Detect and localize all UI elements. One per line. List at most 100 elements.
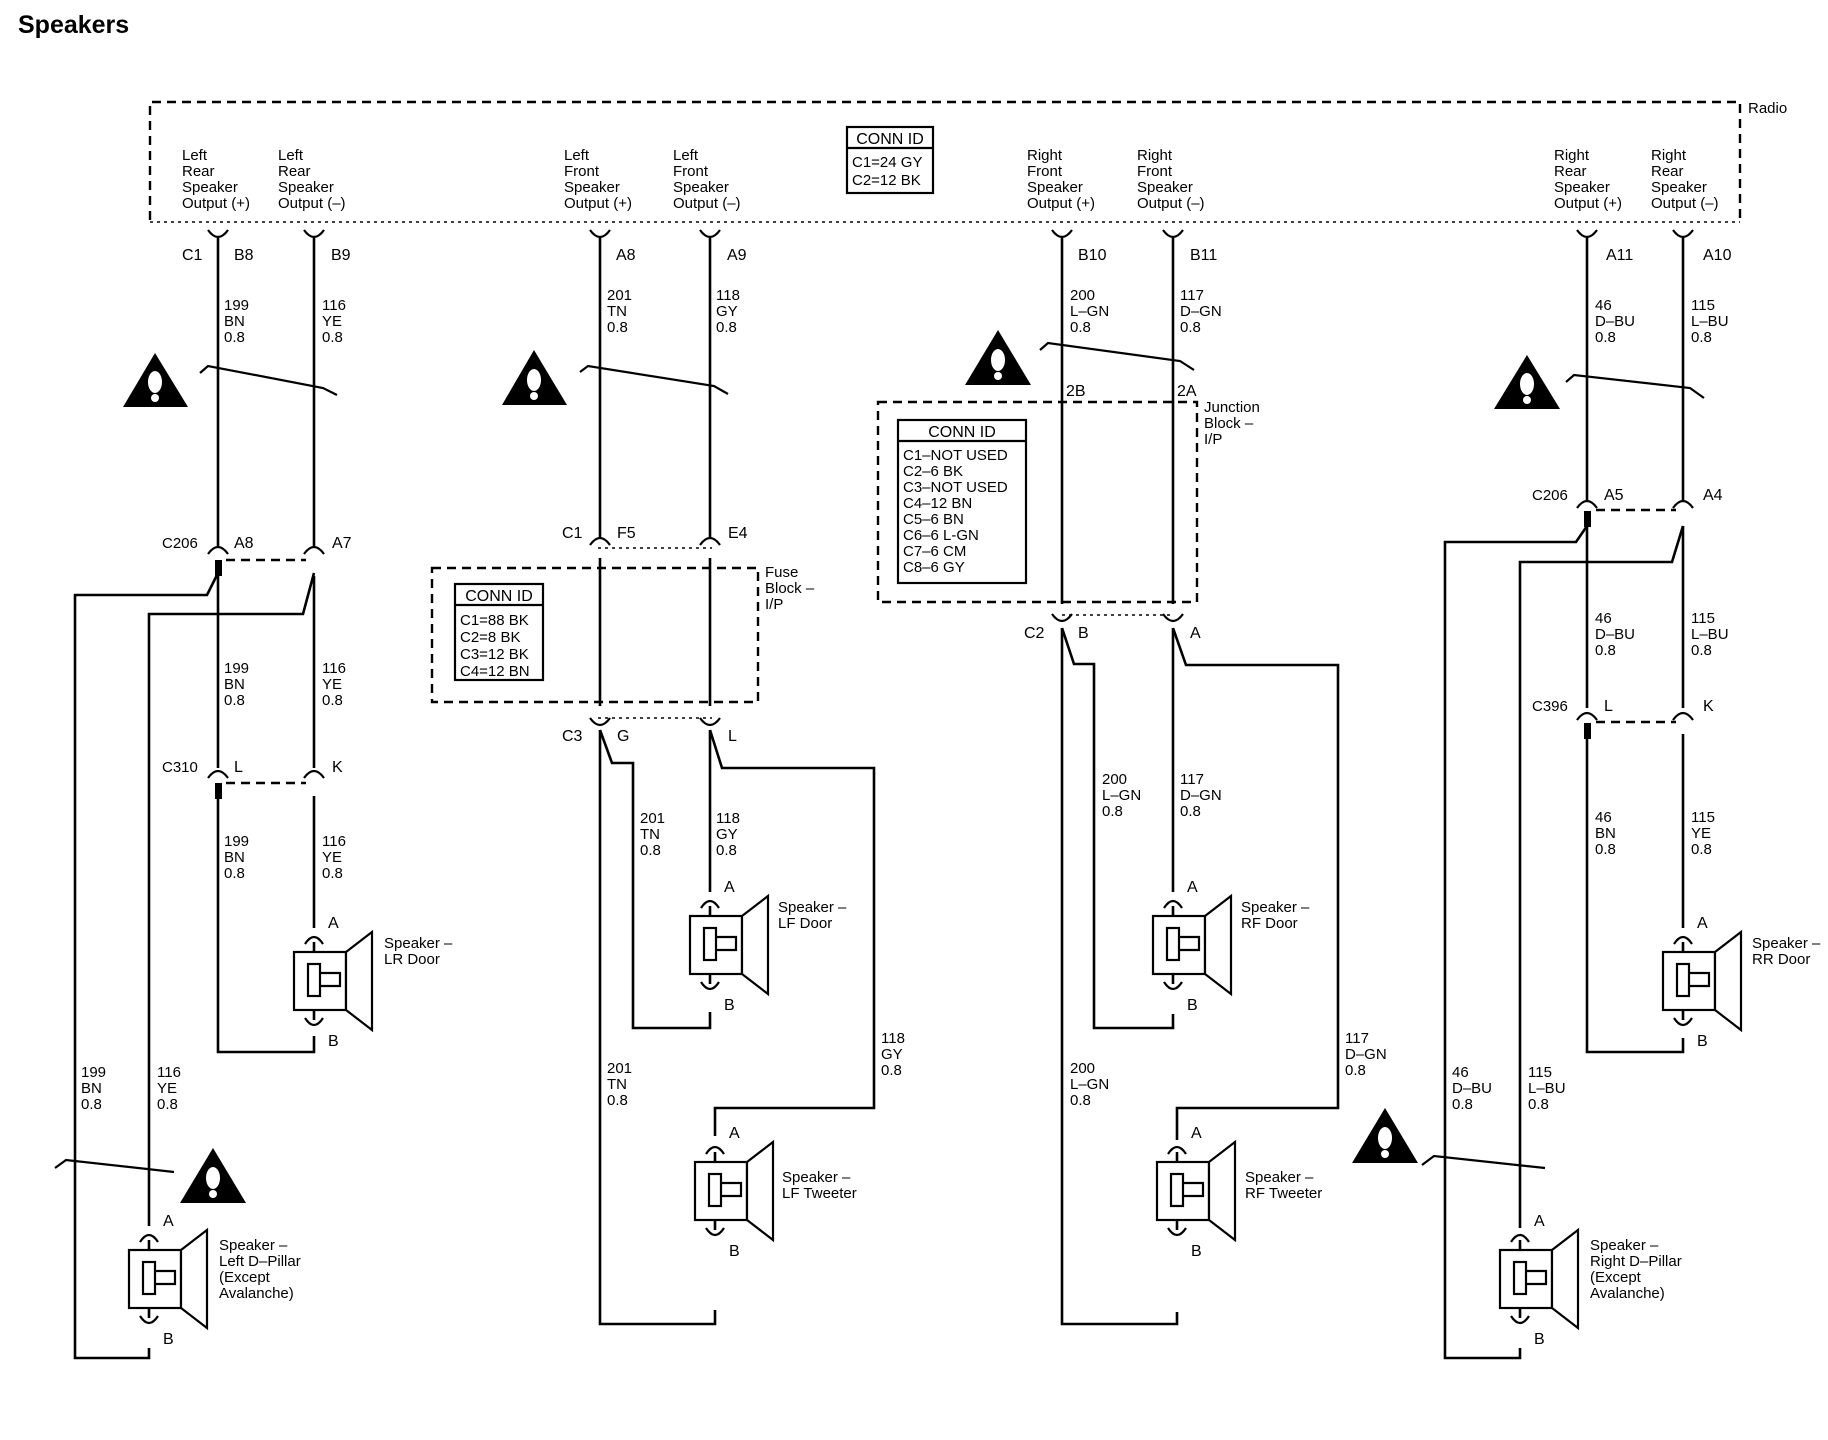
connector-c206-left: C206 A8 A7 [162, 535, 352, 562]
svg-text:C310: C310 [162, 759, 198, 776]
svg-text:A8: A8 [234, 535, 254, 552]
speaker-pin-b: B [1191, 1243, 1202, 1260]
svg-text:C206: C206 [162, 535, 198, 552]
svg-text:C206: C206 [1532, 487, 1568, 504]
svg-text:B9: B9 [331, 247, 351, 264]
svg-text:L: L [728, 728, 737, 745]
svg-text:A5: A5 [1604, 487, 1624, 504]
speaker-pin-a: A [1191, 1125, 1202, 1142]
connector-c206-right: C206 A5 A4 [1532, 487, 1723, 512]
speaker-pin-b: B [729, 1243, 740, 1260]
svg-text:L: L [234, 759, 243, 776]
svg-text:C1–NOT USED: C1–NOT USED [903, 447, 1008, 464]
radio-label: Radio [1748, 100, 1787, 117]
svg-text:C7–6 CM: C7–6 CM [903, 543, 966, 560]
speaker-pin-a: A [724, 879, 735, 896]
speaker-lt: A B Speaker –LF Tweeter [693, 1125, 857, 1260]
speaker-pin-b: B [1697, 1033, 1708, 1050]
connector-c396: C396 L K [1532, 698, 1714, 724]
radio-connector-c1: C1 [182, 247, 203, 264]
svg-text:C6–6 L-GN: C6–6 L-GN [903, 527, 979, 544]
svg-text:CONN ID: CONN ID [928, 424, 996, 441]
speaker-label: Speaker –LF Tweeter [782, 1169, 857, 1202]
svg-text:C1=24 GY: C1=24 GY [852, 154, 922, 171]
twisted-pair-markers [54, 341, 1705, 1174]
svg-text:C4–12 BN: C4–12 BN [903, 495, 972, 512]
svg-text:G: G [617, 728, 629, 745]
svg-text:C1: C1 [562, 525, 583, 542]
svg-text:A4: A4 [1703, 487, 1723, 504]
speaker-pin-a: A [729, 1125, 740, 1142]
speaker-pin-b: B [163, 1331, 174, 1348]
svg-text:A9: A9 [727, 247, 747, 264]
svg-text:A8: A8 [616, 247, 636, 264]
svg-text:2B: 2B [1066, 383, 1086, 400]
svg-text:B11: B11 [1190, 247, 1217, 264]
speaker-pin-a: A [1697, 915, 1708, 932]
radio-outline [148, 100, 1742, 220]
diagram-title: Speakers [18, 11, 129, 39]
svg-text:L: L [1604, 698, 1613, 715]
svg-text:C8–6 GY: C8–6 GY [903, 559, 965, 576]
warning-exclamation-icon [1494, 355, 1560, 409]
svg-text:C2: C2 [1024, 625, 1045, 642]
speaker-pin-a: A [1187, 879, 1198, 896]
svg-text:C4=12 BN: C4=12 BN [460, 663, 530, 680]
warning-exclamation-icon [123, 353, 188, 407]
svg-text:B: B [1078, 625, 1089, 642]
svg-text:A: A [1190, 625, 1201, 642]
svg-text:A7: A7 [332, 535, 352, 552]
svg-text:2A: 2A [1177, 383, 1197, 400]
svg-text:CONN ID: CONN ID [465, 588, 533, 605]
warning-exclamation-icon [1352, 1108, 1418, 1163]
speaker-pin-b: B [1187, 997, 1198, 1014]
speaker-pin-b: B [1534, 1331, 1545, 1348]
warning-exclamation-icon [180, 1148, 246, 1203]
svg-text:46D–BU0.8: 46D–BU0.8 [1452, 1064, 1492, 1113]
svg-text:F5: F5 [617, 525, 636, 542]
svg-text:K: K [1703, 698, 1714, 715]
svg-text:B8: B8 [234, 247, 254, 264]
svg-text:C1=88 BK: C1=88 BK [460, 612, 529, 629]
svg-text:C3=12 BK: C3=12 BK [460, 646, 529, 663]
speaker-pin-a: A [163, 1213, 174, 1230]
svg-text:C2–6 BK: C2–6 BK [903, 463, 963, 480]
svg-text:K: K [332, 759, 343, 776]
svg-text:E4: E4 [728, 525, 748, 542]
